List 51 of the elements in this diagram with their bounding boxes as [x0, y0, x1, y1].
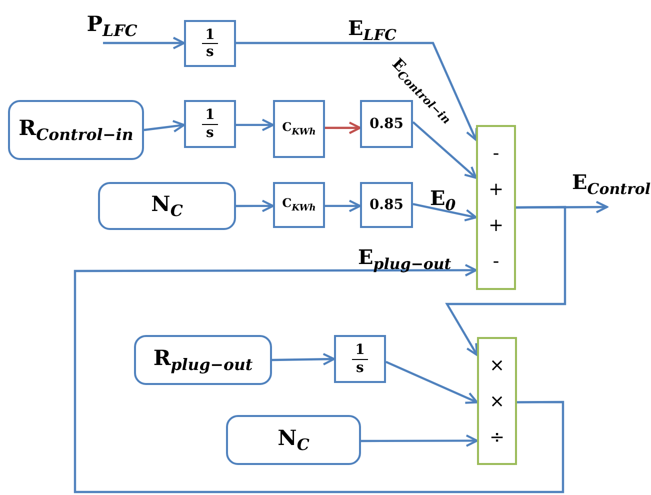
numerator: 1: [202, 107, 218, 124]
block-text: R$_{plug−out}$: [153, 345, 253, 375]
operator-block: [476, 125, 516, 290]
operator-sign: +: [488, 215, 504, 236]
arrow: [103, 36, 186, 50]
edge-label: E$_{0}$: [430, 188, 456, 213]
arrow: [361, 434, 478, 448]
block-text: N$_{C}$: [278, 425, 310, 455]
source-block: [8, 100, 144, 160]
source-block: [98, 182, 236, 230]
denominator: s: [205, 44, 215, 60]
arrow: [74, 264, 564, 494]
arrow: [236, 42, 478, 141]
block-text: P$_{LFC}$: [86, 11, 138, 41]
arrow: [412, 203, 478, 222]
block-text: 0.85: [369, 197, 404, 213]
arrow: [272, 352, 336, 366]
block-box: [360, 182, 413, 228]
operator-sign: -: [492, 142, 500, 164]
block-text: C$_{KWh}$: [282, 120, 316, 138]
block-text: R$_{Control−in}$: [18, 115, 134, 145]
block-box: [334, 335, 386, 383]
numerator: 1: [202, 26, 218, 44]
edge-label: E$_{Control}$: [572, 172, 651, 197]
numerator: 1: [352, 342, 368, 360]
operator-sign: +: [488, 178, 504, 200]
arrow: [236, 200, 274, 212]
edge-label: E$_{plug−out}$: [358, 247, 452, 272]
denominator: s: [355, 360, 365, 376]
arrow: [386, 360, 478, 404]
block-text: N$_{C}$: [151, 191, 183, 221]
operator-sign: ×: [489, 390, 505, 412]
operator-sign: ×: [489, 354, 505, 376]
block-text: C$_{KWh}$: [282, 196, 316, 214]
denominator: s: [205, 124, 215, 141]
arrow: [325, 200, 362, 212]
block-box: [273, 182, 325, 228]
edge-label: E$_{LFC}$: [348, 18, 396, 43]
source-block: [134, 335, 272, 385]
arrow: [445, 206, 566, 356]
operator-sign: ÷: [489, 426, 505, 448]
source-block: [226, 415, 361, 465]
arrow: [325, 122, 362, 134]
block-box: [184, 100, 236, 148]
arrow: [412, 121, 478, 179]
operator-sign: -: [492, 251, 500, 272]
arrow: [236, 118, 274, 132]
block-box: [273, 100, 325, 158]
block-box: [184, 20, 236, 67]
operator-block: [477, 337, 517, 465]
arrow: [144, 120, 186, 133]
